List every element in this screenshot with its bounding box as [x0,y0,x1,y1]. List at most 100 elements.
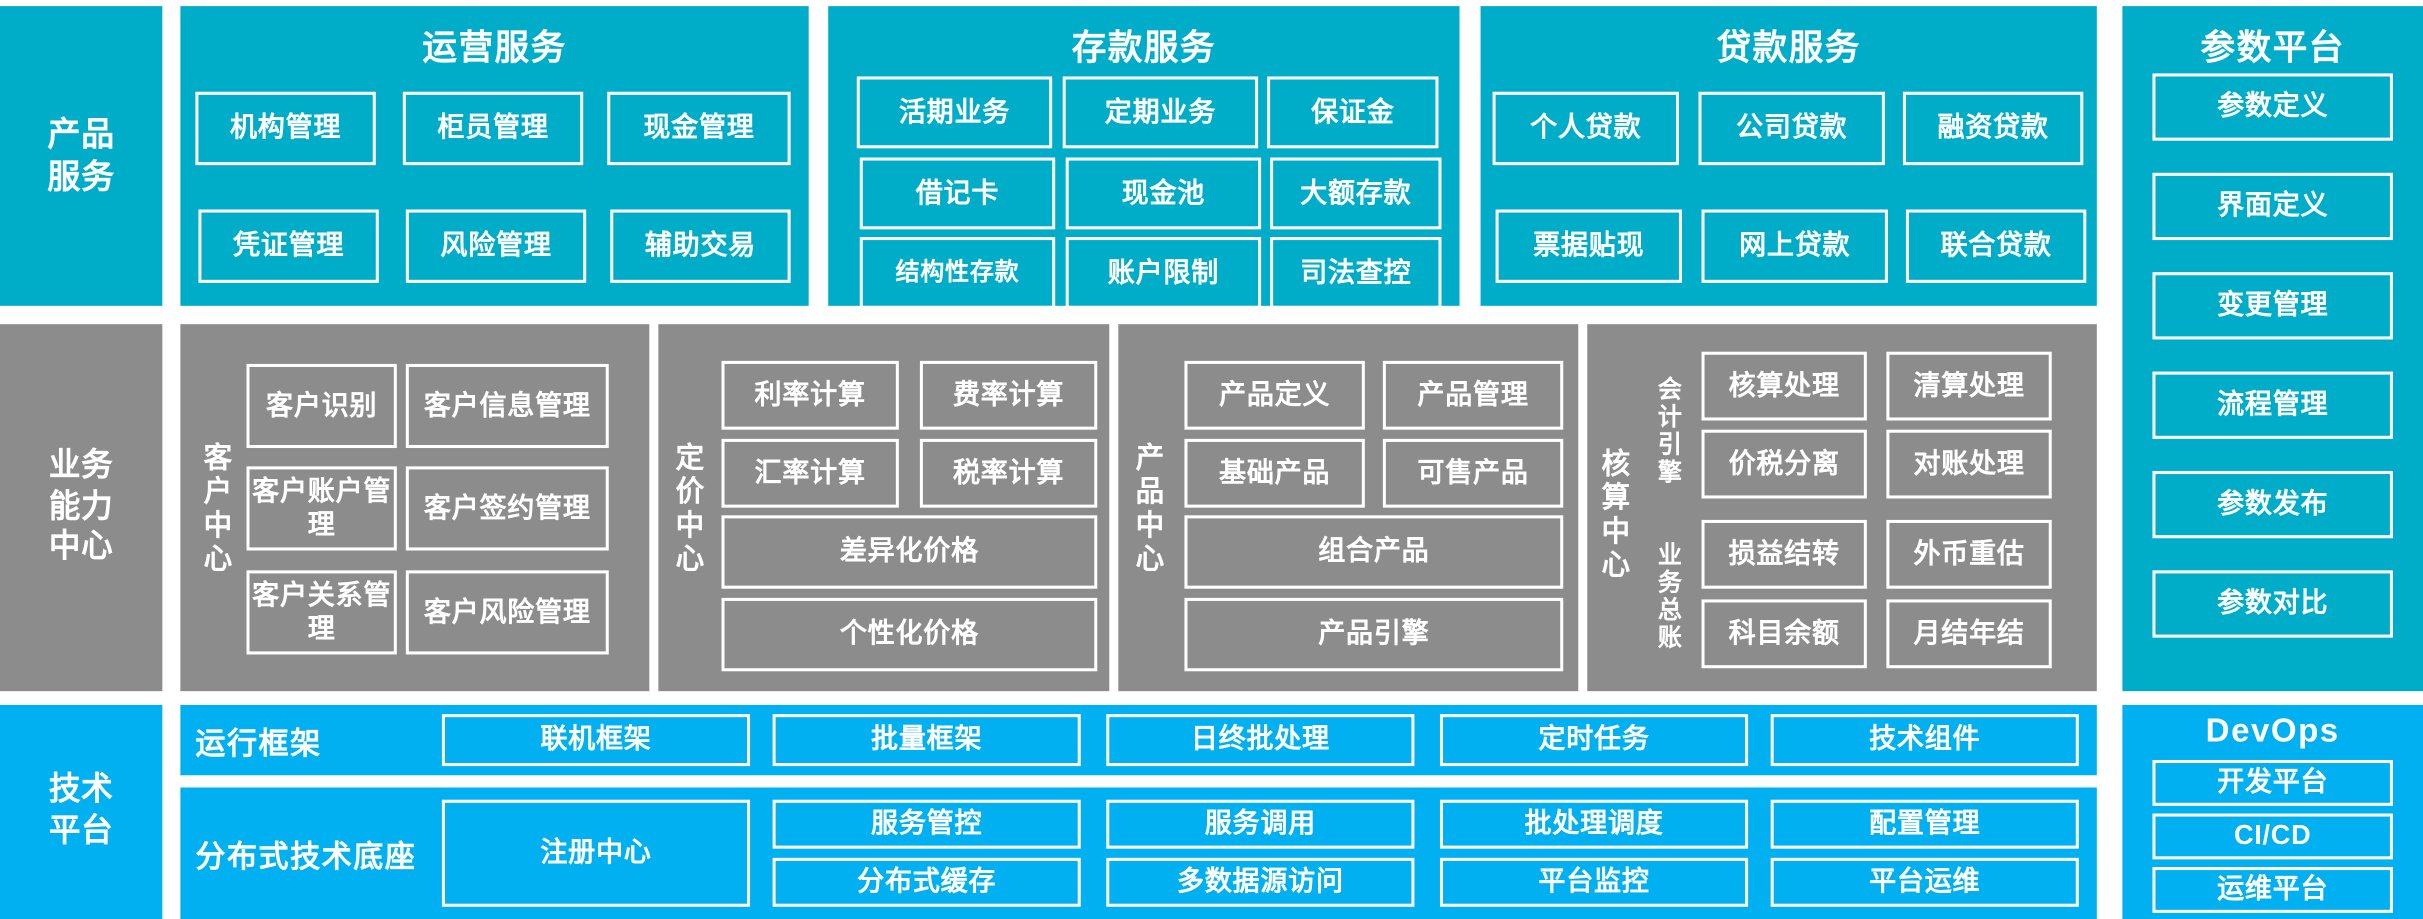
tile-base-bottom-0[interactable]: 分布式缓存 [772,857,1081,907]
tile-param-4[interactable]: 参数发布 [2152,470,2393,539]
tile-product-wide-0[interactable]: 组合产品 [1184,515,1564,589]
tile-operation-2[interactable]: 现金管理 [607,91,791,166]
tile-loan-3[interactable]: 票据贴现 [1495,209,1682,283]
tile-deposit-3[interactable]: 借记卡 [859,157,1056,230]
tile-product-1[interactable]: 产品管理 [1382,360,1564,430]
tile-pricing-1[interactable]: 费率计算 [919,360,1098,430]
tile-param-5[interactable]: 参数对比 [2152,570,2393,638]
tile-runtime-2[interactable]: 日终批处理 [1106,714,1415,767]
tile-customer-2[interactable]: 客户账户管理 [246,466,397,551]
operation-services-title: 运营服务 [422,27,567,68]
group-operation-services: 运营服务 机构管理 柜员管理 现金管理 凭证管理 风险管理 辅助交易 [180,6,809,306]
tile-loan-0[interactable]: 个人贷款 [1492,91,1679,166]
tile-ledger-2[interactable]: 科目余额 [1701,599,1867,669]
product-center-label: 产品中心 [1131,441,1163,576]
product-label-line1: 产品 [47,114,115,153]
tile-loan-4[interactable]: 网上贷款 [1701,209,1888,283]
tile-ledger-0[interactable]: 损益结转 [1701,519,1867,589]
tile-deposit-5[interactable]: 大额存款 [1270,157,1442,230]
tile-loan-2[interactable]: 融资贷款 [1902,91,2084,166]
tile-ledger-3[interactable]: 月结年结 [1886,599,2052,669]
center-customer: 客户中心 客户识别 客户信息管理 客户账户管理 客户签约管理 客户关系管理 客户… [180,324,650,692]
capability-label-line2: 能力 [48,488,114,524]
tile-customer-5[interactable]: 客户风险管理 [405,570,609,655]
tile-runtime-1[interactable]: 批量框架 [772,714,1081,767]
tile-loan-1[interactable]: 公司贷款 [1698,91,1885,166]
center-accounting: 核算中心 会计引擎 业务总账 核算处理 清算处理 价税分离 对账处理 损益结转 … [1587,324,2097,692]
tile-param-2[interactable]: 变更管理 [2152,272,2393,340]
tile-base-bottom-1[interactable]: 多数据源访问 [1106,857,1415,907]
tile-deposit-0[interactable]: 活期业务 [856,76,1053,149]
tile-base-top-3[interactable]: 配置管理 [1770,799,2079,849]
tile-loan-5[interactable]: 联合贷款 [1905,209,2087,283]
capability-label-line1: 业务 [48,447,114,483]
tile-pricing-wide-1[interactable]: 个性化价格 [721,597,1098,672]
tile-param-3[interactable]: 流程管理 [2152,371,2393,439]
devops-title: DevOps [2205,711,2340,750]
pricing-center-label: 定价中心 [671,441,703,576]
tile-deposit-7[interactable]: 账户限制 [1065,237,1262,309]
tile-base-top-0[interactable]: 服务管控 [772,799,1081,849]
tile-base-bottom-2[interactable]: 平台监控 [1439,857,1749,907]
tile-pricing-0[interactable]: 利率计算 [721,360,899,430]
tile-customer-1[interactable]: 客户信息管理 [405,363,609,449]
tile-pricing-3[interactable]: 税率计算 [919,438,1098,508]
tile-customer-4[interactable]: 客户关系管理 [246,570,397,655]
group-deposit-services: 存款服务 活期业务 定期业务 保证金 借记卡 现金池 大额存款 结构性存款 账户… [828,6,1460,309]
param-platform-title: 参数平台 [2200,27,2345,68]
tile-accounting-0[interactable]: 核算处理 [1701,351,1867,421]
tile-runtime-4[interactable]: 技术组件 [1770,714,2079,767]
tile-pricing-wide-0[interactable]: 差异化价格 [721,515,1098,589]
technical-label-line2: 平台 [48,813,114,849]
param-platform-panel: 参数平台 参数定义 界面定义 变更管理 流程管理 参数发布 参数对比 [2122,6,2423,692]
tile-operation-1[interactable]: 柜员管理 [402,91,584,166]
business-ledger-sublabel: 业务总账 [1653,541,1679,652]
capability-label-line3: 中心 [48,529,114,565]
tile-deposit-1[interactable]: 定期业务 [1062,76,1259,149]
tile-param-1[interactable]: 界面定义 [2152,172,2393,241]
tile-deposit-6[interactable]: 结构性存款 [859,237,1056,309]
tile-devops-0[interactable]: 开发平台 [2152,759,2393,806]
tile-ledger-1[interactable]: 外币重估 [1886,519,2052,589]
tile-param-0[interactable]: 参数定义 [2152,73,2393,141]
tile-runtime-3[interactable]: 定时任务 [1439,714,1749,767]
tile-base-top-1[interactable]: 服务调用 [1106,799,1415,849]
tile-operation-0[interactable]: 机构管理 [195,91,376,166]
tile-product-2[interactable]: 基础产品 [1184,438,1365,508]
center-product: 产品中心 产品定义 产品管理 基础产品 可售产品 组合产品 产品引擎 [1118,324,1579,692]
tile-devops-1[interactable]: CI/CD [2152,813,2393,860]
customer-center-label: 客户中心 [199,441,231,576]
tile-runtime-0[interactable]: 联机框架 [441,714,751,767]
product-layer-side-label: 产品 服务 [0,6,163,306]
tile-accounting-2[interactable]: 价税分离 [1701,429,1867,499]
tile-product-3[interactable]: 可售产品 [1382,438,1564,508]
tile-base-top-2[interactable]: 批处理调度 [1439,799,1749,849]
tile-product-wide-1[interactable]: 产品引擎 [1184,597,1564,672]
tile-accounting-3[interactable]: 对账处理 [1886,429,2052,499]
tile-operation-4[interactable]: 风险管理 [405,209,587,283]
devops-panel: DevOps 开发平台 CI/CD 运维平台 [2122,704,2423,919]
center-pricing: 定价中心 利率计算 费率计算 汇率计算 税率计算 差异化价格 个性化价格 [658,324,1110,692]
technical-label-line1: 技术 [48,772,114,808]
product-label-line2: 服务 [47,157,115,196]
tile-deposit-4[interactable]: 现金池 [1065,157,1262,230]
tile-operation-3[interactable]: 凭证管理 [198,209,379,283]
tile-operation-5[interactable]: 辅助交易 [610,209,791,283]
tile-deposit-2[interactable]: 保证金 [1267,76,1439,149]
tile-registry-center[interactable]: 注册中心 [441,799,751,907]
tile-product-0[interactable]: 产品定义 [1184,360,1365,430]
tile-deposit-8[interactable]: 司法查控 [1270,237,1442,309]
accounting-engine-sublabel: 会计引擎 [1653,376,1679,487]
runtime-framework-label: 运行框架 [195,727,322,761]
tile-base-bottom-3[interactable]: 平台运维 [1770,857,2079,907]
deposit-services-title: 存款服务 [1071,27,1217,68]
tile-customer-0[interactable]: 客户识别 [246,363,397,449]
tile-accounting-1[interactable]: 清算处理 [1886,351,2052,421]
distributed-base-label: 分布式技术底座 [195,840,417,874]
tile-pricing-2[interactable]: 汇率计算 [721,438,899,508]
tile-devops-2[interactable]: 运维平台 [2152,867,2393,913]
tile-customer-3[interactable]: 客户签约管理 [405,466,609,551]
group-loan-services: 贷款服务 个人贷款 公司贷款 融资贷款 票据贴现 网上贷款 联合贷款 [1480,6,2097,306]
loan-services-title: 贷款服务 [1716,27,1861,68]
